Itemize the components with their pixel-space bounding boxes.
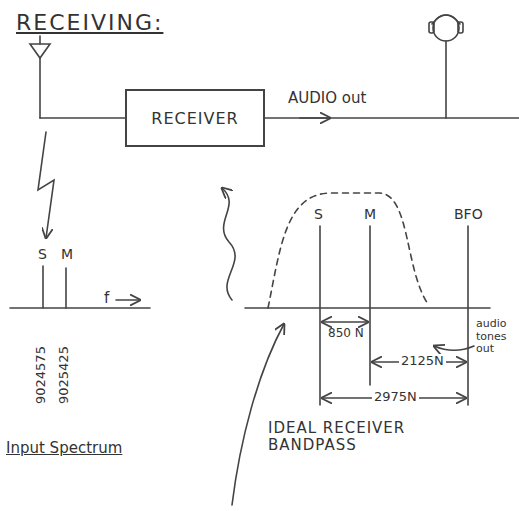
pointer-arrow [232, 324, 284, 505]
plot-caption: Input Spectrum [6, 440, 122, 457]
box-label: RECEIVER [151, 109, 238, 128]
squiggle-arrow [222, 188, 235, 300]
frequency-value: 9025425 [57, 346, 72, 404]
pointer-arrow [434, 346, 474, 351]
axis-label: f [104, 290, 109, 307]
dimension-label: 2975N [372, 390, 419, 405]
signal-name: S [38, 246, 47, 262]
signal-arrow [38, 132, 54, 238]
title-text: RECEIVING: [16, 10, 163, 35]
input-spectrum [10, 266, 150, 308]
frequency-value: 9024575 [34, 346, 49, 404]
plot-caption: IDEAL RECEIVER BANDPASS [268, 420, 458, 455]
signal-wire [40, 117, 519, 119]
signal-name: M [364, 206, 376, 222]
flow-arrow [300, 117, 330, 119]
signal-name: S [314, 206, 323, 222]
listener-figure [429, 15, 463, 118]
signal-name: M [61, 246, 73, 262]
dimension-label: 850 N [328, 327, 364, 341]
signal-name: AUDIO out [288, 90, 366, 107]
receiver-box: RECEIVER [125, 89, 265, 147]
dimension-label: 2125N [399, 354, 446, 369]
bandpass-plot [245, 193, 490, 405]
antenna-symbol [30, 36, 50, 118]
signal-name: BFO [454, 206, 483, 222]
note-text: audio tones out [476, 318, 516, 356]
